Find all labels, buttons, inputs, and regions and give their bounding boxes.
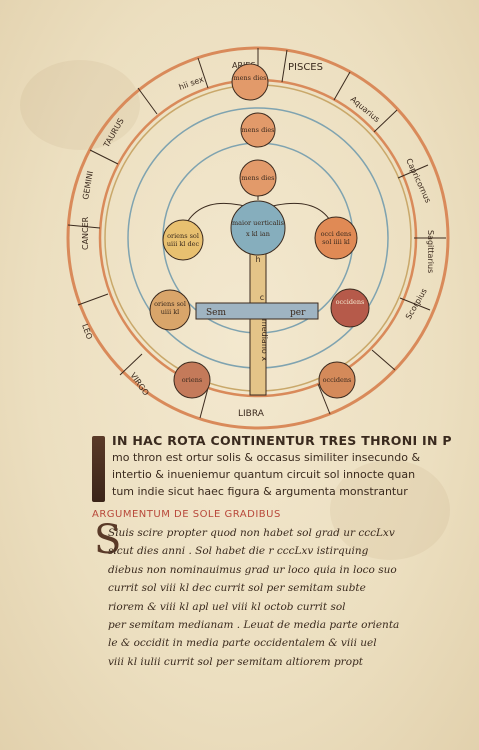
sun-second	[240, 112, 276, 148]
zodiac-capricornus: Capricornus	[404, 157, 432, 204]
body-line: per semitam medianam . Leuat de media pa…	[108, 619, 400, 632]
sun-left-lower	[149, 289, 191, 331]
sun-center-label-2: x kl ian	[246, 230, 270, 238]
cross-bar	[195, 302, 319, 320]
sun-right-label: occi dens	[321, 230, 352, 238]
sun-third-label: mens dies	[241, 174, 274, 182]
sun-right	[314, 216, 358, 260]
zodiac-hus: hii sex	[178, 75, 206, 92]
initial-S: S	[94, 517, 122, 563]
zodiac-leo: LEO	[80, 323, 94, 341]
sun-bottom-left	[173, 361, 211, 399]
zodiac-cancer: CANCER	[81, 216, 90, 250]
zodiac-pisces: PISCES	[288, 62, 323, 73]
stem-text: h	[255, 255, 260, 264]
heading-line-2: mo thron est ortur solis & occasus simil…	[112, 451, 421, 464]
rota-diagram: ARIES PISCES Aquarius Capricornus Sagitt…	[66, 46, 450, 430]
body-line: riorem & viii kl apl uel viii kl octob c…	[108, 600, 346, 613]
sun-center	[230, 200, 286, 256]
heading-line-4: tum indie sicut haec figura & argumenta …	[112, 485, 408, 498]
heading: IN HAC ROTA CONTINENTUR TRES THRONI IN P…	[112, 432, 452, 500]
sun-right-lower	[330, 288, 370, 328]
sun-bottom-left-label: oriens	[182, 376, 202, 384]
sun-bottom-right	[318, 361, 356, 399]
body-text: Siuis scire propter quod non habet sol g…	[108, 524, 448, 671]
body-line: sicut dies anni . Sol habet die r cccLxv…	[108, 545, 369, 558]
body-line: le & occidit in media parte occidentalem…	[108, 637, 377, 650]
sun-right-lower-label: occidens	[336, 298, 365, 306]
zodiac-virgo: VIRGO	[128, 371, 150, 397]
cross-right: per	[290, 308, 306, 318]
sun-left	[162, 219, 204, 261]
heading-line-3: intertio & inueniemur quantum circuit so…	[112, 468, 416, 481]
stem-text-3: mediano x	[260, 319, 269, 361]
cross-left: Sem	[206, 308, 226, 318]
body-line: Siuis scire propter quod non habet sol g…	[108, 527, 395, 539]
zodiac-libra: LIBRA	[238, 409, 265, 419]
sun-left-label: oriens sol	[167, 232, 199, 240]
heading-line-1: IN HAC ROTA CONTINENTUR TRES THRONI IN P…	[112, 433, 452, 448]
argumentum-heading: ARGUMENTUM DE SOLE GRADIBUS	[92, 509, 281, 520]
stain	[330, 460, 450, 560]
sun-bottom-right-label: occidens	[323, 376, 352, 384]
sun-center-label: maior uerticalis	[232, 219, 284, 227]
body-line: diebus non nominauimus grad ur loco quia…	[108, 563, 397, 576]
sun-left-lower-label-2: uiii kl	[161, 308, 180, 316]
sun-third	[239, 159, 277, 197]
sun-top	[231, 63, 269, 101]
body-line: viii kl iulii currit sol per semitam alt…	[108, 655, 363, 668]
sun-right-label-2: sol iiii kl	[322, 238, 350, 246]
stem-text-2: c	[260, 293, 264, 302]
sun-left-label-2: uiii kl dec	[167, 240, 200, 248]
zodiac-sagittarius: Sagittarius	[426, 230, 435, 273]
sun-top-label: mens dies	[233, 74, 266, 82]
zodiac-gemini: GEMINI	[81, 170, 95, 200]
sun-left-lower-label: oriens sol	[154, 300, 186, 308]
body-line: currit sol viii kl dec currit sol per se…	[108, 582, 366, 595]
stain	[20, 60, 140, 150]
zodiac-aquarius: Aquarius	[349, 95, 382, 124]
zodiac-taurus: TAURUS	[101, 117, 125, 150]
sun-second-label: mens dies	[241, 126, 274, 134]
initial-I	[92, 436, 105, 502]
